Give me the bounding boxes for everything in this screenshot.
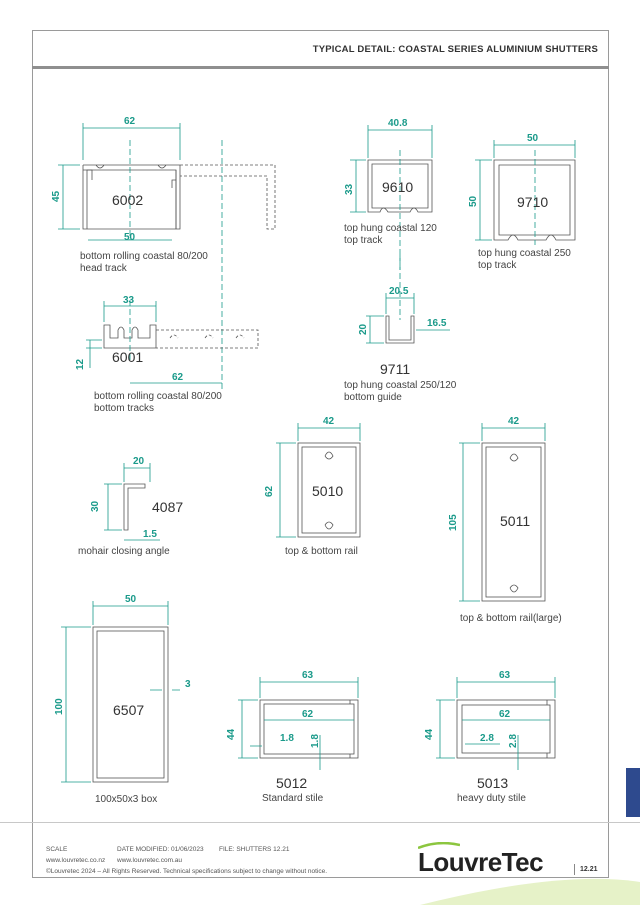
caption-9710-line2: top track <box>478 260 517 271</box>
profile-9711: 20.5 20 16.5 9711 top hung coastal 250/1… <box>344 255 457 403</box>
dim-4087-width: 20 <box>133 456 145 467</box>
caption-6002-line2: head track <box>80 263 128 274</box>
dim-5012-inner: 62 <box>302 709 314 720</box>
header-rule <box>32 66 609 69</box>
profile-5012: 63 62 44 1.8 1.8 5012 Standard stile <box>226 670 359 804</box>
page-number: 12.21 <box>580 866 598 873</box>
dim-5010-width: 42 <box>323 416 335 427</box>
code-4087: 4087 <box>152 499 183 515</box>
logo-swoosh-icon <box>418 842 460 849</box>
footer-date-modified: DATE MODIFIED: 01/06/2023 <box>117 846 204 853</box>
caption-9711-line2: bottom guide <box>344 392 402 403</box>
dim-5012-wall-h: 1.8 <box>280 733 294 744</box>
dim-4087-height: 30 <box>90 500 101 512</box>
profile-6001: 33 12 62 6001 bottom rolling coastal 80/… <box>75 295 259 414</box>
page-title: TYPICAL DETAIL: COASTAL SERIES ALUMINIUM… <box>312 44 598 55</box>
dim-6001-height: 12 <box>75 358 86 370</box>
caption-6002-line1: bottom rolling coastal 80/200 <box>80 251 208 262</box>
code-9711: 9711 <box>380 361 410 377</box>
footer-copyright: ©Louvretec 2024 – All Rights Reserved. T… <box>46 868 328 875</box>
dim-5013-wall-v: 2.8 <box>508 734 519 748</box>
dim-5013-wall-h: 2.8 <box>480 733 494 744</box>
caption-4087: mohair closing angle <box>78 546 170 557</box>
dim-5010-height: 62 <box>264 485 275 497</box>
dim-6001-top: 33 <box>123 295 135 306</box>
dim-9710-height: 50 <box>468 195 479 207</box>
page-number-divider <box>574 864 575 875</box>
code-6507: 6507 <box>113 702 144 718</box>
caption-6507: 100x50x3 box <box>95 794 157 805</box>
dim-9710-width: 50 <box>527 133 539 144</box>
dim-9610-width: 40.8 <box>388 118 408 129</box>
louvretec-logo: LouvreTec <box>418 847 544 877</box>
drawing-sheet-border <box>32 30 609 878</box>
caption-9711-line1: top hung coastal 250/120 <box>344 380 457 391</box>
dim-6507-thick: 3 <box>185 679 191 690</box>
code-9610: 9610 <box>382 179 413 195</box>
profile-5013: 63 62 44 2.8 2.8 5013 heavy duty stile <box>424 670 556 804</box>
footer-rule <box>0 822 640 823</box>
caption-9610-line1: top hung coastal 120 <box>344 223 437 234</box>
code-5012: 5012 <box>276 775 307 791</box>
dim-5012-wall-v: 1.8 <box>310 734 321 748</box>
dim-6002-height: 45 <box>51 190 62 202</box>
dim-9711-width: 20.5 <box>389 286 409 297</box>
footer-file: FILE: SHUTTERS 12.21 <box>219 846 290 853</box>
profile-6002: 62 45 50 6002 bottom rolling coastal 80/… <box>51 116 276 390</box>
caption-5010: top & bottom rail <box>285 546 358 557</box>
caption-6001-line2: bottom tracks <box>94 403 154 414</box>
caption-9710-line1: top hung coastal 250 <box>478 248 571 259</box>
code-5011: 5011 <box>500 513 530 529</box>
dim-9711-height: 20 <box>358 323 369 335</box>
section-tab[interactable] <box>626 768 640 817</box>
dim-5013-height: 44 <box>424 728 435 740</box>
profile-5010: 42 62 5010 top & bottom rail <box>264 416 361 557</box>
code-5013: 5013 <box>477 775 508 791</box>
code-5010: 5010 <box>312 483 343 499</box>
caption-5011: top & bottom rail(large) <box>460 613 562 624</box>
caption-9610-line2: top track <box>344 235 383 246</box>
dim-5012-outer: 63 <box>302 670 314 681</box>
dim-6507-width: 50 <box>125 594 137 605</box>
caption-5012: Standard stile <box>262 793 324 804</box>
dim-4087-thick: 1.5 <box>143 529 157 540</box>
dim-5013-outer: 63 <box>499 670 511 681</box>
dim-6002-width: 62 <box>124 116 136 127</box>
profile-9710: 50 50 9710 top hung coastal 250 top trac… <box>468 133 576 271</box>
dim-5011-height: 105 <box>448 514 459 531</box>
dim-5013-inner: 62 <box>499 709 511 720</box>
dim-6002-inner: 50 <box>124 232 136 243</box>
profile-6507: 50 100 3 6507 100x50x3 box <box>54 594 191 805</box>
profile-5011: 42 105 5011 top & bottom rail(large) <box>448 416 562 624</box>
footer-website-nz[interactable]: www.louvretec.co.nz <box>46 857 106 864</box>
dim-5011-width: 42 <box>508 416 520 427</box>
caption-5013: heavy duty stile <box>457 793 526 804</box>
footer-website-au[interactable]: www.louvretec.com.au <box>117 857 183 864</box>
code-6001: 6001 <box>112 349 143 365</box>
footer-swoosh <box>420 878 640 905</box>
dim-5012-height: 44 <box>226 728 237 740</box>
dim-9711-side: 16.5 <box>427 318 447 329</box>
profile-4087: 20 30 1.5 4087 mohair closing angle <box>78 456 183 557</box>
dim-9610-height: 33 <box>344 183 355 195</box>
caption-6001-line1: bottom rolling coastal 80/200 <box>94 391 222 402</box>
dim-6507-height: 100 <box>54 698 65 715</box>
code-6002: 6002 <box>112 192 143 208</box>
profile-9610: 40.8 33 9610 top hung coastal 120 top tr… <box>344 118 437 270</box>
code-9710: 9710 <box>517 194 548 210</box>
footer-scale-label: SCALE <box>46 846 68 853</box>
dim-6001-bottom: 62 <box>172 372 184 383</box>
